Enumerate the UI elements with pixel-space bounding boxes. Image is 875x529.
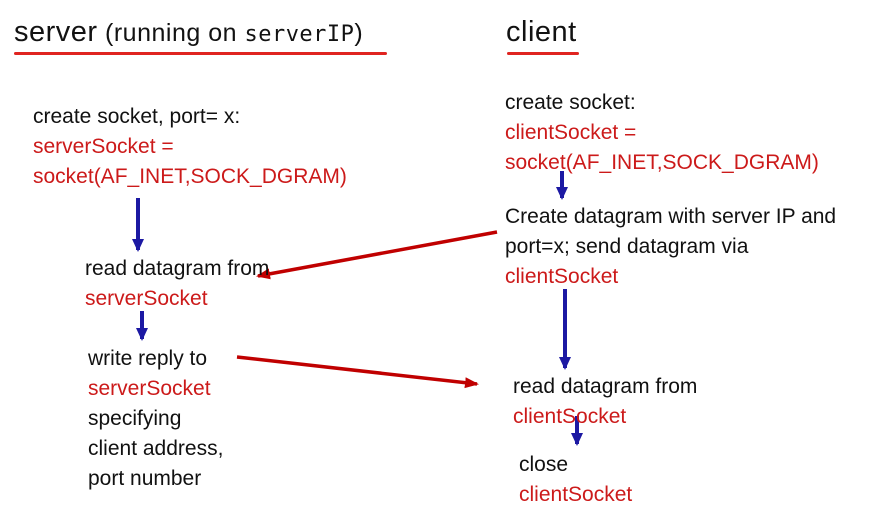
client-step-close-socket: close clientSocket: [519, 450, 632, 510]
arrow-reply-server-to-client: [236, 355, 479, 389]
client-create-label: create socket:: [505, 91, 636, 114]
client-send-code: clientSocket: [505, 265, 619, 288]
client-heading-underline: [507, 52, 579, 55]
arrow-datagram-client-to-server: [256, 230, 498, 280]
client-heading: client: [506, 16, 577, 49]
server-step-create-socket: create socket, port= x: serverSocket = s…: [33, 102, 347, 192]
server-write-detail-2: client address,: [88, 437, 224, 460]
server-heading-word: server: [14, 16, 98, 48]
client-create-code-2: socket(AF_INET,SOCK_DGRAM): [505, 151, 819, 174]
client-send-label-2: port=x; send datagram via: [505, 235, 749, 258]
client-create-code-1: clientSocket =: [505, 121, 637, 144]
client-heading-word: client: [506, 16, 577, 48]
server-create-code-2: socket(AF_INET,SOCK_DGRAM): [33, 165, 347, 188]
server-heading-annotation-code: serverIP: [244, 22, 355, 47]
server-heading-annotation-suffix: ): [354, 19, 364, 47]
server-heading: server (running on serverIP): [14, 16, 363, 49]
server-write-detail-1: specifying: [88, 407, 182, 430]
client-step-send-datagram: Create datagram with server IP and port=…: [505, 202, 836, 292]
server-create-code-1: serverSocket =: [33, 135, 174, 158]
server-read-label: read datagram from: [85, 257, 270, 280]
server-write-detail-3: port number: [88, 467, 202, 490]
server-step-write-reply: write reply to serverSocket specifying c…: [88, 344, 223, 494]
client-step-read-datagram: read datagram from clientSocket: [513, 372, 697, 432]
client-step-create-socket: create socket: clientSocket = socket(AF_…: [505, 88, 819, 178]
server-heading-underline: [14, 52, 387, 55]
server-write-code: serverSocket: [88, 377, 211, 400]
server-create-label: create socket, port= x:: [33, 105, 241, 128]
server-heading-annotation-prefix: (running on: [97, 19, 245, 47]
server-step-read-datagram: read datagram from serverSocket: [85, 254, 269, 314]
server-write-label: write reply to: [88, 347, 208, 370]
client-close-code: clientSocket: [519, 483, 633, 506]
client-read-label: read datagram from: [513, 375, 698, 398]
server-read-code: serverSocket: [85, 287, 208, 310]
client-close-label: close: [519, 453, 569, 476]
client-read-code: clientSocket: [513, 405, 627, 428]
client-send-label-1: Create datagram with server IP and: [505, 205, 837, 228]
